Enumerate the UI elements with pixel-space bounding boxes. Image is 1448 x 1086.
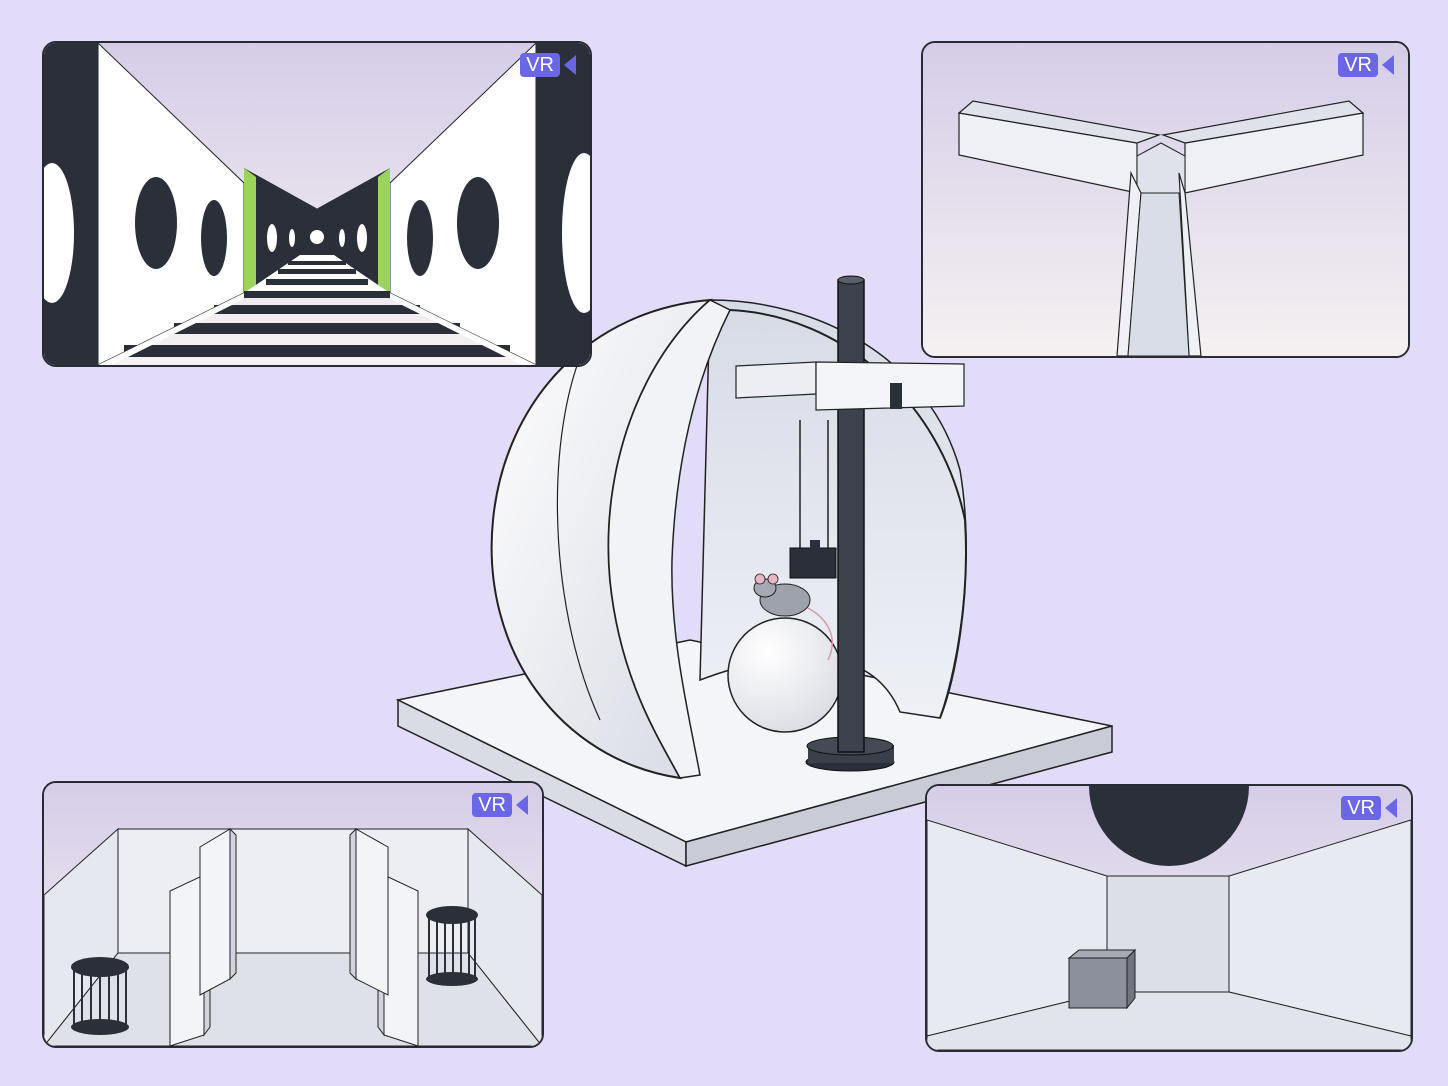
y-maze-vr-panel: VR xyxy=(921,41,1410,358)
cage-left xyxy=(71,957,129,1035)
cage-right xyxy=(426,906,478,986)
y-maze-scene xyxy=(923,43,1408,356)
corridor-scene xyxy=(44,43,590,365)
arena-scene xyxy=(44,783,542,1046)
mounting-pole xyxy=(805,275,895,772)
vr-label: VR xyxy=(1341,796,1381,820)
box-object xyxy=(1067,948,1137,1010)
vr-label: VR xyxy=(472,793,512,817)
play-reverse-icon xyxy=(1382,55,1394,75)
play-reverse-icon xyxy=(516,795,528,815)
treadmill-ball xyxy=(727,617,843,733)
play-reverse-icon xyxy=(1385,798,1397,818)
vr-badge: VR xyxy=(472,793,528,817)
vr-label: VR xyxy=(520,53,560,77)
arena-vr-panel: VR xyxy=(42,781,544,1048)
vr-label: VR xyxy=(1338,53,1378,77)
play-reverse-icon xyxy=(564,55,576,75)
camera-arm xyxy=(735,361,965,579)
corridor-vr-panel: VR xyxy=(42,41,592,367)
room-scene xyxy=(927,786,1411,1050)
vr-badge: VR xyxy=(1338,53,1394,77)
mouse xyxy=(753,573,833,661)
vr-badge: VR xyxy=(1341,796,1397,820)
vr-badge: VR xyxy=(520,53,576,77)
room-vr-panel: VR xyxy=(925,784,1413,1052)
